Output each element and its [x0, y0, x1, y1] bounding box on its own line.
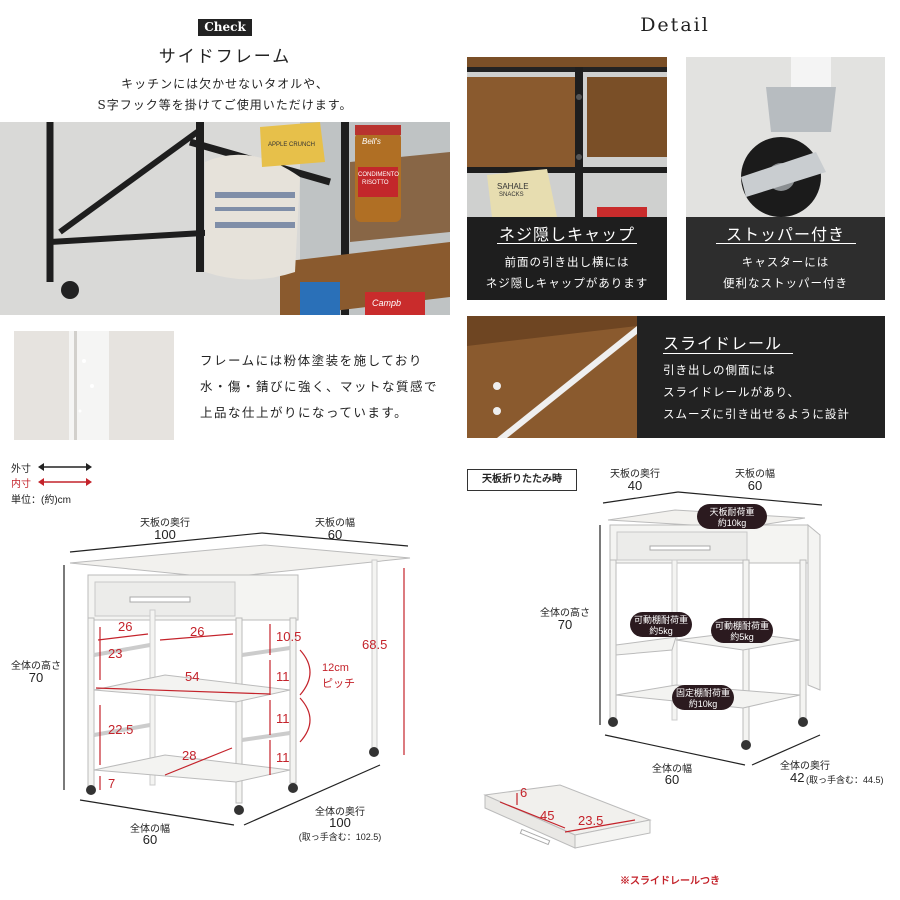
check-title: サイドフレーム	[158, 47, 292, 67]
drawer-height: 6	[520, 785, 528, 800]
inner-dim-7: 7	[108, 776, 116, 791]
check-desc-line-2: S字フック等を掛けてご使用いただけます。	[97, 98, 353, 112]
inner-dim-11a: 11	[276, 669, 290, 684]
left-total-depth-note: (取っ手含む：102.5)	[298, 832, 382, 842]
inner-dim-54: 54	[185, 669, 200, 684]
left-height-value: 70	[28, 670, 44, 685]
left-top-width-label: 天板の幅	[315, 518, 355, 529]
cart-diagram-folded	[599, 491, 823, 766]
folded-label-box: 天板折りたたみ時	[467, 469, 577, 491]
right-height-label: 全体の高さ	[540, 608, 590, 619]
feature-line3-slide-rail: スムーズに引き出せるように設計	[663, 407, 850, 421]
left-top-width-value: 60	[327, 527, 343, 542]
finish-text-2: 水・傷・錆びに強く、マットな質感で	[200, 379, 439, 394]
left-total-depth-label: 全体の奥行	[315, 807, 365, 818]
inner-dim-22-5: 22.5	[108, 722, 134, 737]
right-top-width-value: 60	[747, 478, 763, 493]
inner-dim-68-5: 68.5	[362, 637, 388, 652]
pitch-label-1: 12cm	[322, 662, 349, 674]
feature-title-screw-cap: ネジ隠しキャップ	[498, 225, 635, 244]
left-height-label: 全体の高さ	[11, 661, 61, 672]
feature-line1-screw-cap: 前面の引き出し横には	[504, 255, 630, 269]
legend-outer-label: 外寸	[11, 464, 31, 475]
right-total-depth-value: 42	[790, 770, 805, 785]
inner-dim-28: 28	[182, 748, 197, 763]
legend-inner-label: 内寸	[11, 479, 31, 490]
inner-dim-11c: 11	[276, 750, 290, 765]
right-total-depth-note: (取っ手含む：44.5)	[806, 775, 884, 785]
left-top-depth-label: 天板の奥行	[140, 518, 190, 529]
drawer-width: 23.5	[578, 813, 604, 828]
check-desc-line-1: キッチンには欠かせないタオルや、	[121, 77, 329, 91]
drawer-diagram	[483, 784, 652, 849]
feature-line1-slide-rail: 引き出しの側面には	[663, 363, 776, 377]
jar-label-1: CONDIMENTO	[358, 172, 399, 178]
stopper-card: ストッパー付き キャスターには 便利なストッパー付き	[686, 57, 885, 300]
legend-unit-label: 単位：(約)cm	[11, 495, 71, 506]
inner-dim-23: 23	[108, 646, 123, 661]
slide-rail-card: スライドレール 引き出しの側面には スライドレールがあり、 スムーズに引き出せる…	[467, 316, 885, 438]
badge-shelf-left-line2: 約5kg	[649, 626, 673, 636]
can-label: Campb	[372, 298, 402, 308]
detail-title: Detail	[640, 14, 710, 36]
right-total-width-label: 全体の幅	[652, 764, 692, 775]
left-total-width-label: 全体の幅	[130, 824, 170, 835]
slide-rail-note: ※スライドレールつき	[620, 876, 720, 887]
frame-closeup-photo	[14, 331, 174, 440]
bag-label-2: SNACKS	[499, 192, 524, 198]
right-top-depth-label: 天板の奥行	[610, 469, 660, 480]
badge-shelf-right-line2: 約5kg	[730, 632, 754, 642]
right-top-width-label: 天板の幅	[735, 469, 775, 480]
inner-dim-10-5: 10.5	[276, 629, 302, 644]
feature-line1-stopper: キャスターには	[741, 255, 830, 269]
right-total-width-value: 60	[664, 772, 680, 787]
badge-shelf-right-line1: 可動棚耐荷重	[715, 621, 770, 631]
inner-dim-11b: 11	[276, 711, 290, 726]
drawer-depth: 45	[540, 808, 555, 823]
legend-inner-arrow	[38, 478, 92, 486]
pitch-label-2: ピッチ	[322, 678, 355, 690]
badge-fixed-shelf-line2: 約10kg	[688, 699, 718, 709]
feature-title-stopper: ストッパー付き	[725, 225, 845, 244]
badge-fixed-shelf-load: 固定棚耐荷重 約10kg	[672, 685, 734, 710]
inner-dim-26a: 26	[118, 619, 133, 634]
check-tag: Check	[198, 19, 252, 36]
bag-label-1: SAHALE	[497, 182, 529, 191]
finish-text-3: 上品な仕上がりになっています。	[200, 405, 409, 420]
left-total-width-value: 60	[142, 832, 158, 847]
badge-top-load-line1: 天板耐荷重	[709, 507, 755, 517]
right-total-depth-label: 全体の奥行	[780, 761, 830, 772]
side-frame-photo: Bell's CONDIMENTO RISOTTO APPLE CRUNCH C…	[0, 122, 450, 315]
badge-top-load-line2: 約10kg	[717, 518, 747, 528]
badge-fixed-shelf-line1: 固定棚耐荷重	[676, 688, 731, 698]
cart-diagram-open	[63, 532, 411, 826]
left-total-depth-value: 100	[329, 815, 351, 830]
feature-title-slide-rail: スライドレール	[663, 334, 783, 353]
feature-line2-slide-rail: スライドレールがあり、	[663, 385, 801, 399]
right-height-value: 70	[557, 617, 573, 632]
feature-line2-screw-cap: ネジ隠しキャップがあります	[485, 276, 649, 290]
feature-line2-stopper: 便利なストッパー付き	[723, 276, 848, 290]
jar-label-2: RISOTTO	[362, 180, 389, 186]
inner-dim-26b: 26	[190, 624, 205, 639]
badge-shelf-left-line1: 可動棚耐荷重	[634, 615, 689, 625]
badge-shelf-left-load: 可動棚耐荷重 約5kg	[630, 612, 692, 637]
left-top-depth-value: 100	[154, 527, 176, 542]
legend-outer-arrow	[38, 463, 92, 471]
badge-top-load: 天板耐荷重 約10kg	[697, 504, 767, 529]
finish-text-1: フレームには粉体塗装を施しており	[200, 353, 423, 368]
crunch-label: APPLE CRUNCH	[268, 142, 316, 148]
right-top-depth-value: 40	[627, 478, 643, 493]
screw-cap-card: SAHALE SNACKS ネジ隠しキャップ 前面の引き出し横には ネジ隠しキャ…	[467, 57, 667, 300]
jar-brand-label: Bell's	[362, 137, 381, 146]
badge-shelf-right-load: 可動棚耐荷重 約5kg	[711, 618, 773, 643]
